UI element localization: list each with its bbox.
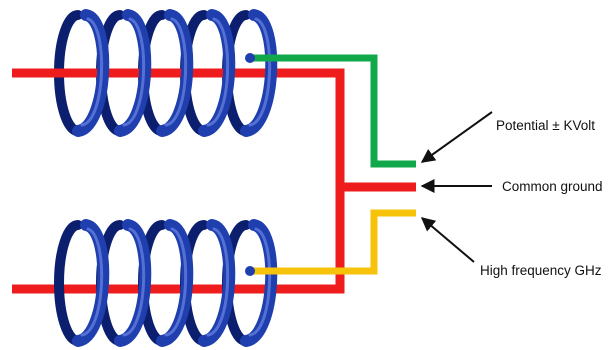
coil-turn-front <box>198 219 236 347</box>
coil-turn-highlight <box>80 17 104 127</box>
ground-label: Common ground <box>502 179 603 194</box>
high-frequency-wire <box>250 209 416 275</box>
coil-turn-front <box>240 219 278 347</box>
lower-coil-front <box>72 219 278 347</box>
high-frequency-label: High frequency GHz <box>480 263 602 278</box>
coil-turn-highlight <box>164 17 188 127</box>
upper-coil-terminal <box>245 53 255 63</box>
coil-turn-highlight <box>206 227 230 337</box>
coil-turn-highlight <box>248 17 272 127</box>
lower-coil-terminal <box>245 266 255 276</box>
coil-turn-back <box>54 220 83 346</box>
coil-turn-highlight <box>122 227 146 337</box>
coil-turn-highlight <box>80 227 104 337</box>
coil-turn-front <box>156 219 194 347</box>
coil-turn-highlight <box>164 227 188 337</box>
coil-turn-front <box>114 219 152 347</box>
ground-wire-upper <box>12 68 416 192</box>
potential-arrow <box>420 111 493 163</box>
coil-turn-highlight <box>206 17 230 127</box>
coil-turn-highlight <box>248 227 272 337</box>
high-frequency-arrow <box>420 217 475 263</box>
potential-wire <box>250 54 416 168</box>
coil-turn-front <box>72 219 110 347</box>
potential-label: Potential ± KVolt <box>496 118 595 133</box>
coil-turn-highlight <box>122 17 146 127</box>
ground-wire-lower <box>12 187 345 294</box>
upper-coil-front <box>72 9 278 137</box>
